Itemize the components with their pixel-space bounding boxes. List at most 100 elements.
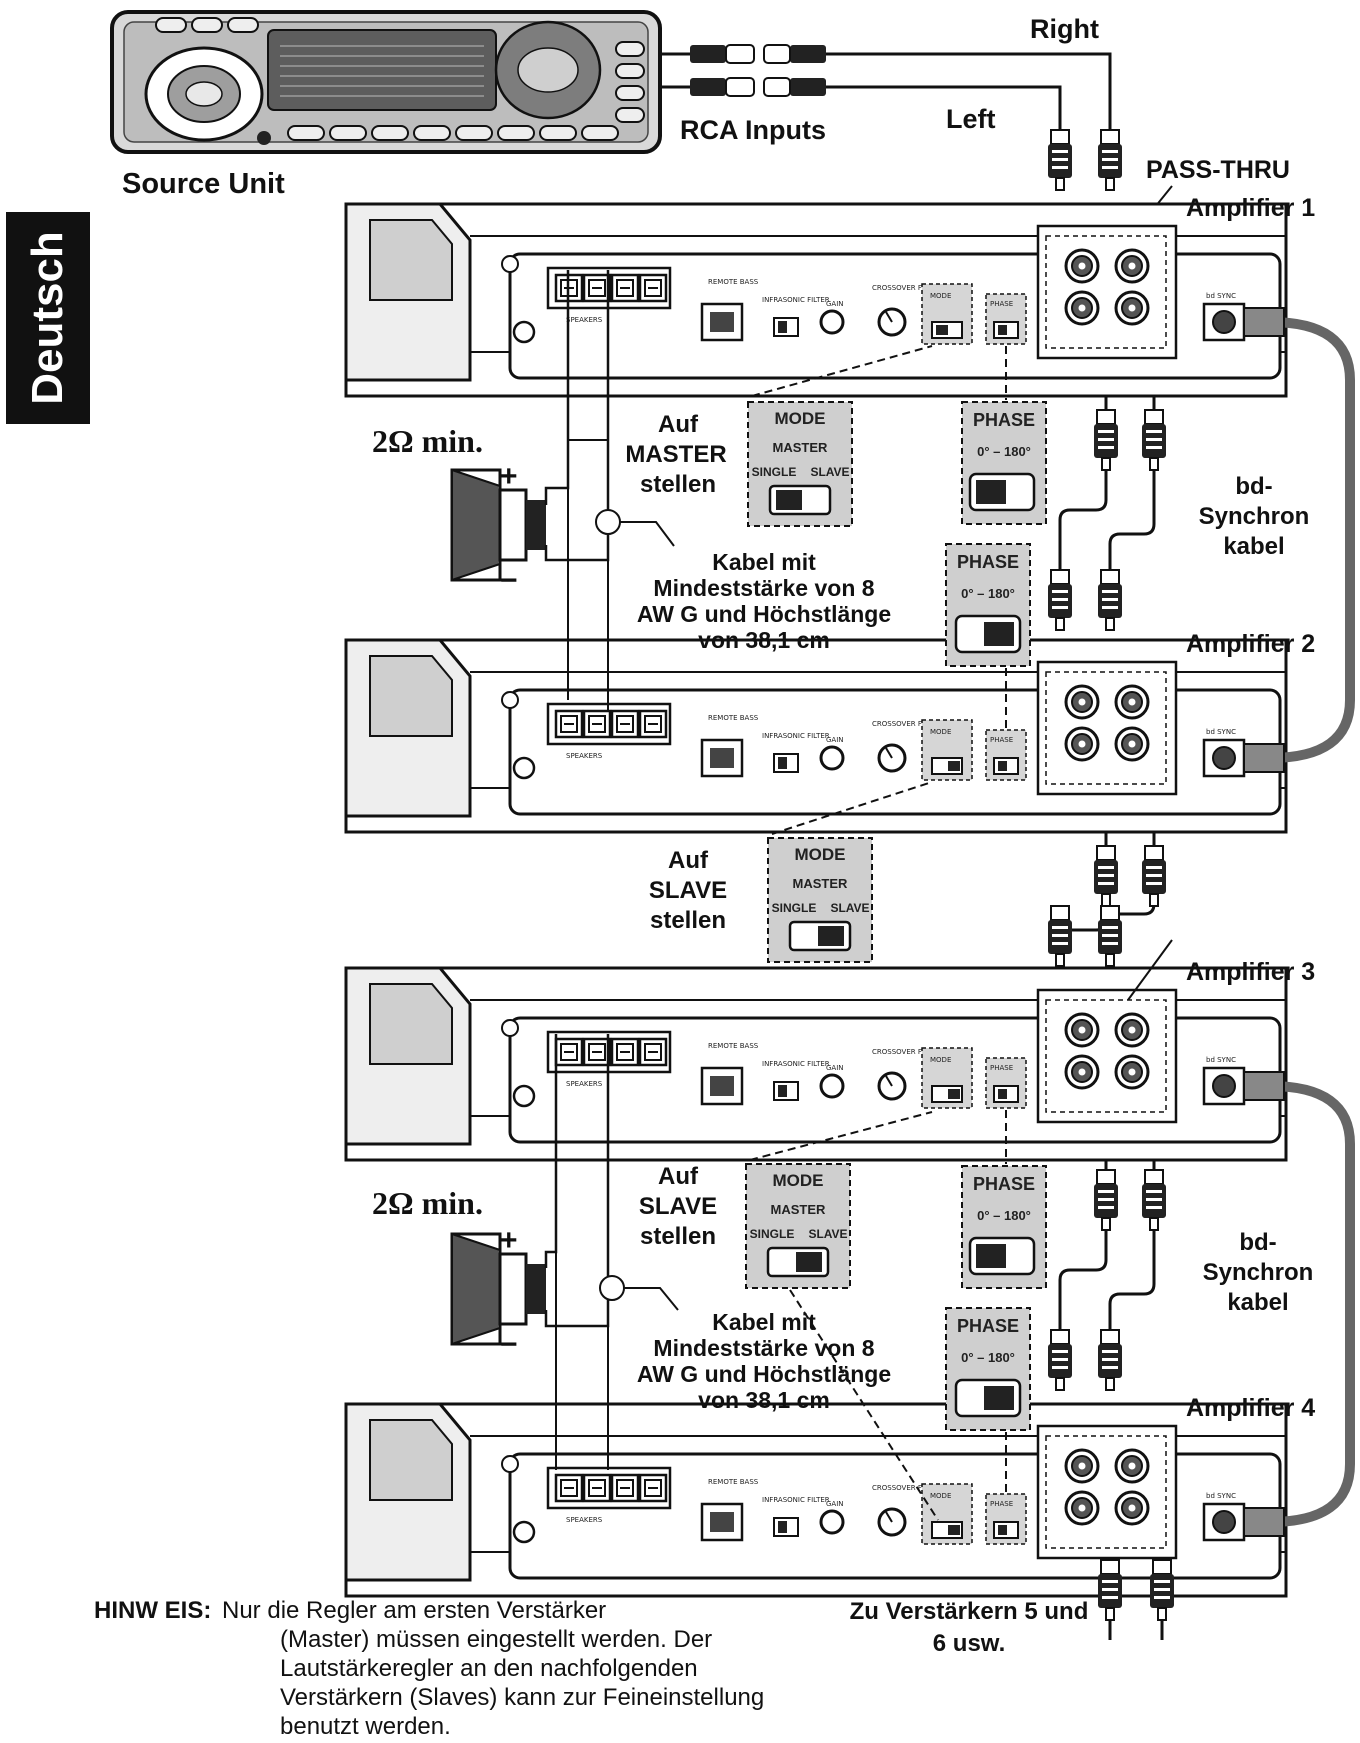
svg-text:0° – 180°: 0° – 180°	[977, 444, 1031, 459]
svg-text:PHASE: PHASE	[990, 300, 1013, 308]
note-line-4: Verstärkern (Slaves) kann zur Feineinste…	[280, 1684, 765, 1711]
svg-text:SLAVE: SLAVE	[810, 465, 849, 479]
note-line-3: Lautstärkeregler an den nachfolgenden	[280, 1655, 698, 1682]
svg-text:AW G und Höchstlänge: AW G und Höchstlänge	[637, 601, 891, 627]
svg-text:stellen: stellen	[640, 1223, 716, 1250]
svg-text:Kabel mit: Kabel mit	[712, 549, 816, 575]
svg-text:0° – 180°: 0° – 180°	[961, 1350, 1015, 1365]
amplifier-3: SPEAKERS REMOTE BASS INFRASONIC FILTER G…	[344, 958, 1315, 1162]
svg-text:Synchron: Synchron	[1199, 503, 1310, 530]
svg-text:bd SYNC: bd SYNC	[1206, 728, 1236, 736]
svg-text:INFRASONIC FILTER: INFRASONIC FILTER	[762, 732, 830, 740]
svg-text:REMOTE BASS: REMOTE BASS	[708, 1042, 759, 1050]
amplifier-2: SPEAKERS REMOTE BASS INFRASONIC FILTER G…	[344, 630, 1315, 834]
svg-text:SINGLE: SINGLE	[750, 1227, 795, 1241]
svg-text:MODE: MODE	[775, 409, 826, 428]
language-tab: Deutsch	[6, 212, 90, 424]
svg-text:MODE: MODE	[930, 292, 951, 300]
speaker-2-impedance: 2Ω min.	[372, 1185, 483, 1221]
amplifier-2-label: Amplifier 2	[1186, 630, 1315, 658]
phase-switch-callout-4: PHASE 0° – 180°	[945, 1307, 1031, 1494]
svg-text:INFRASONIC FILTER: INFRASONIC FILTER	[762, 1060, 830, 1068]
svg-text:SLAVE: SLAVE	[639, 1193, 717, 1220]
svg-text:bd SYNC: bd SYNC	[1206, 292, 1236, 300]
speaker-2: 2Ω min. + −	[372, 1034, 679, 1470]
amplifier-4: SPEAKERS REMOTE BASS INFRASONIC FILTER G…	[344, 1394, 1315, 1598]
svg-text:−: −	[500, 1328, 518, 1361]
svg-text:0° – 180°: 0° – 180°	[977, 1208, 1031, 1223]
svg-text:PHASE: PHASE	[957, 1316, 1019, 1336]
svg-text:REMOTE BASS: REMOTE BASS	[708, 1478, 759, 1486]
amplifier-4-label: Amplifier 4	[1186, 1394, 1315, 1422]
note-line-2: (Master) müssen eingestellt werden. Der	[280, 1626, 713, 1653]
svg-text:CROSSOVER FREQUENCY: CROSSOVER FREQUENCY	[872, 720, 961, 728]
phase-switch-callout-2: PHASE 0° – 180°	[945, 543, 1031, 730]
svg-text:SLAVE: SLAVE	[830, 901, 869, 915]
next-amplifiers-label: Zu Verstärkern 5 und 6 usw.	[824, 1596, 1114, 1660]
cable-note-1: Kabel mit Mindeststärke von 8 AW G und H…	[637, 549, 891, 653]
svg-text:PHASE: PHASE	[990, 1500, 1013, 1508]
svg-text:INFRASONIC FILTER: INFRASONIC FILTER	[762, 296, 830, 304]
note-label: HINW EIS:	[94, 1597, 212, 1624]
amplifier-1-label: Amplifier 1	[1186, 194, 1315, 222]
note-text: Nur die Regler am ersten Verstärker (Mas…	[222, 1596, 862, 1741]
left-channel-label: Left	[946, 104, 996, 134]
amplifier-1: SPEAKERS REMOTE BASS INFRASONIC FILTER G…	[344, 194, 1315, 398]
source-unit: Source Unit	[110, 10, 662, 200]
svg-text:MODE: MODE	[930, 1492, 951, 1500]
svg-text:stellen: stellen	[650, 907, 726, 934]
svg-text:MASTER: MASTER	[625, 441, 726, 468]
next-amplifiers-line-1: Zu Verstärkern 5 und	[849, 1598, 1089, 1625]
svg-text:PHASE: PHASE	[990, 1064, 1013, 1072]
svg-text:PHASE: PHASE	[973, 410, 1035, 430]
svg-text:MODE: MODE	[795, 845, 846, 864]
svg-text:+: +	[500, 460, 518, 493]
svg-text:MASTER: MASTER	[773, 440, 829, 455]
svg-text:PHASE: PHASE	[990, 736, 1013, 744]
svg-text:+: +	[500, 1224, 518, 1257]
svg-text:AW G und Höchstlänge: AW G und Höchstlänge	[637, 1361, 891, 1387]
svg-text:SINGLE: SINGLE	[752, 465, 797, 479]
svg-text:CROSSOVER FREQUENCY: CROSSOVER FREQUENCY	[872, 284, 961, 292]
svg-text:SLAVE: SLAVE	[649, 877, 727, 904]
source-rca-cables: Right Left RCA Inputs	[660, 14, 1123, 191]
svg-text:Synchron: Synchron	[1203, 1259, 1314, 1286]
svg-text:REMOTE BASS: REMOTE BASS	[708, 278, 759, 286]
svg-text:MODE: MODE	[930, 728, 951, 736]
svg-text:GAIN: GAIN	[826, 1064, 844, 1072]
speaker-1: 2Ω min. + −	[372, 270, 675, 710]
speaker-1-impedance: 2Ω min.	[372, 423, 483, 459]
svg-text:SPEAKERS: SPEAKERS	[566, 316, 603, 324]
note-line-1: Nur die Regler am ersten Verstärker	[222, 1597, 607, 1624]
note-line-5: benutzt werden.	[280, 1713, 451, 1740]
bd-sync-cables: bd- Synchron kabel bd- Synchron kabel	[1199, 307, 1355, 1537]
svg-text:von 38,1 cm: von 38,1 cm	[698, 627, 830, 653]
svg-text:CROSSOVER FREQUENCY: CROSSOVER FREQUENCY	[872, 1048, 961, 1056]
svg-text:MASTER: MASTER	[771, 1202, 827, 1217]
svg-text:SPEAKERS: SPEAKERS	[566, 1080, 603, 1088]
svg-text:PHASE: PHASE	[957, 552, 1019, 572]
svg-text:GAIN: GAIN	[826, 300, 844, 308]
svg-text:Mindeststärke von 8: Mindeststärke von 8	[653, 575, 874, 601]
phase-switch-callout-1: PHASE 0° – 180°	[961, 346, 1047, 525]
svg-text:bd SYNC: bd SYNC	[1206, 1492, 1236, 1500]
mode-switch-callout-3: MODE MASTER SINGLE SLAVE Auf SLAVE stell…	[639, 1111, 939, 1521]
svg-text:SPEAKERS: SPEAKERS	[566, 1516, 603, 1524]
source-unit-label: Source Unit	[122, 168, 285, 200]
amplifier-3-label: Amplifier 3	[1186, 958, 1315, 986]
rca-inputs-label: RCA Inputs	[680, 115, 826, 145]
svg-text:MASTER: MASTER	[793, 876, 849, 891]
svg-text:−: −	[500, 564, 518, 597]
svg-text:INFRASONIC FILTER: INFRASONIC FILTER	[762, 1496, 830, 1504]
svg-text:0° – 180°: 0° – 180°	[961, 586, 1015, 601]
svg-text:MODE: MODE	[773, 1171, 824, 1190]
phase-switch-callout-3: PHASE 0° – 180°	[961, 1110, 1047, 1289]
svg-text:bd-: bd-	[1239, 1229, 1276, 1256]
cable-note-2: Kabel mit Mindeststärke von 8 AW G und H…	[637, 1309, 891, 1413]
svg-text:Auf: Auf	[658, 1163, 699, 1190]
svg-text:REMOTE BASS: REMOTE BASS	[708, 714, 759, 722]
next-amplifiers-line-2: 6 usw.	[932, 1630, 1006, 1657]
svg-text:MODE: MODE	[930, 1056, 951, 1064]
svg-text:SLAVE: SLAVE	[808, 1227, 847, 1241]
svg-text:kabel: kabel	[1223, 533, 1284, 560]
